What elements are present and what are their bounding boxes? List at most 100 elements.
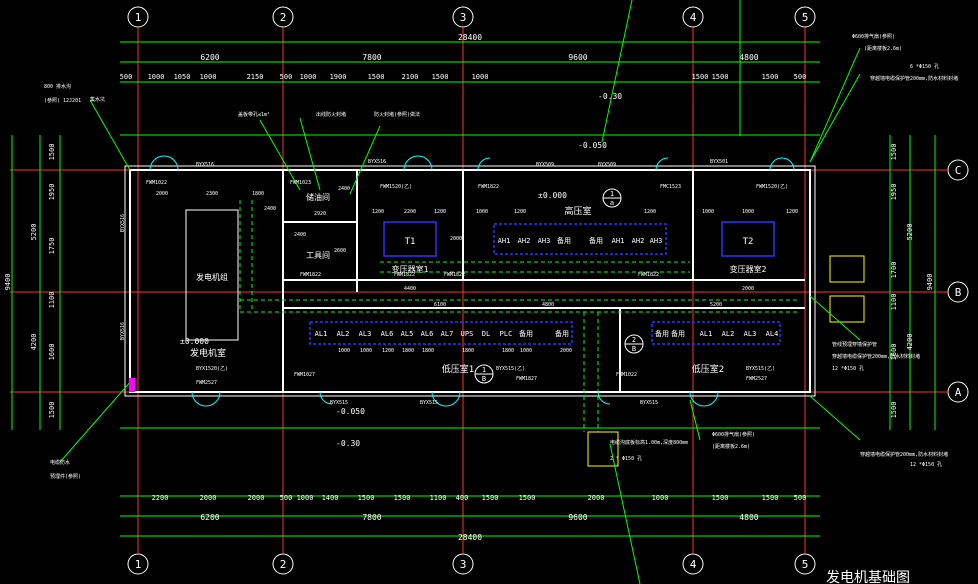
dim-bottom-main-1: 6200 bbox=[200, 513, 219, 522]
hv-room-label: 高压室 bbox=[564, 205, 591, 217]
elevations: -0.30 -0.050 ±0.000 ±0.000 -0.050 -0.30 bbox=[180, 92, 622, 448]
note: 12 *Φ150 孔 bbox=[910, 461, 942, 468]
lv-panel: AL2 bbox=[337, 330, 350, 338]
elevation-label: ±0.000 bbox=[538, 191, 567, 200]
note: 出线防火封堵 bbox=[316, 111, 346, 118]
dim-top-sub: 500 bbox=[120, 73, 133, 81]
grid-label-b: B bbox=[955, 286, 962, 299]
dim-left-6: 1500 bbox=[48, 402, 56, 419]
generator-set-label: 发电机组 bbox=[196, 272, 228, 282]
door-tag: FWM1022 bbox=[146, 180, 167, 186]
door-tag: FWM2527 bbox=[196, 380, 217, 386]
dim-right-group: 1500 1950 1700 1100 1600 1500 9400 5200 … bbox=[890, 144, 934, 419]
lv-panel: AL7 bbox=[441, 330, 454, 338]
lv-panel: AL6 bbox=[421, 330, 434, 338]
grid-label-5-bottom: 5 bbox=[802, 558, 809, 571]
dim-bottom-sub: 2000 bbox=[248, 494, 265, 502]
grid-axis-group: 1 2 3 4 5 1 2 3 4 5 C B A bbox=[127, 6, 969, 575]
dim-bottom-sub: 1400 bbox=[322, 494, 339, 502]
door-tag: BYX509 bbox=[598, 162, 616, 168]
door-tag: FWM1520(乙) bbox=[756, 183, 788, 190]
lv-panel: AL5 bbox=[401, 330, 414, 338]
door-tag: FWM1822 bbox=[478, 184, 499, 190]
lv-panel: UPS bbox=[461, 330, 474, 338]
door-tag: FMC1523 bbox=[660, 184, 681, 190]
room-dim: 4400 bbox=[404, 286, 416, 292]
lv-panel: AL3 bbox=[359, 330, 372, 338]
notes: 800 排水沟 (参照) 12J201 集水坑 盖板带孔≤1m² 出线防火封堵 … bbox=[44, 33, 958, 480]
note: 防火封堵(参照)做法 bbox=[374, 111, 420, 118]
building-walls bbox=[124, 165, 816, 397]
dim-bottom-sub: 1500 bbox=[519, 494, 536, 502]
dim-bottom-sub: 1000 bbox=[652, 494, 669, 502]
dim-right-total: 9400 bbox=[926, 274, 934, 291]
room-dim: 1200 bbox=[644, 209, 656, 215]
lv-panel-row-left: AL1 AL2 AL3 AL6 AL5 AL6 AL7 UPS DL PLC 备… bbox=[309, 321, 573, 345]
door-tag: FWM1822 bbox=[638, 272, 659, 278]
grid-lines bbox=[10, 27, 948, 554]
grid-label-a: A bbox=[955, 386, 962, 399]
door-tag: FWM1822 bbox=[444, 272, 465, 278]
dim-bottom-sub: 1500 bbox=[394, 494, 411, 502]
room-dim: 1800 bbox=[502, 348, 514, 354]
dim-top-sub: 1000 bbox=[472, 73, 489, 81]
lv-panel: DL bbox=[482, 330, 490, 338]
dim-bottom-sub: 500 bbox=[794, 494, 807, 502]
dim-top-sub-row: 500 1000 1050 1000 2150 500 1000 1900 15… bbox=[120, 73, 807, 81]
dim-top-sub: 1500 bbox=[762, 73, 779, 81]
room-dim: 1200 bbox=[514, 209, 526, 215]
dim-top-sub: 500 bbox=[280, 73, 293, 81]
grid-label-5-top: 5 bbox=[802, 11, 809, 24]
room-dim: 2000 bbox=[156, 191, 168, 197]
dim-left-5: 1600 bbox=[48, 344, 56, 361]
door-tags: BYX516 BYX516 BYX509 BYX509 BYX501 FWM10… bbox=[120, 159, 788, 406]
lv-room2-label: 低压室2 bbox=[692, 363, 724, 375]
door-tag: FWM1822 bbox=[300, 272, 321, 278]
room-dim: 1800 bbox=[402, 348, 414, 354]
dim-left-group: 1500 1950 1750 1100 1600 1500 9400 5200 … bbox=[4, 144, 56, 419]
dim-top-main-4: 4800 bbox=[739, 53, 758, 62]
dim-top-sub: 1000 bbox=[300, 73, 317, 81]
elevation-label: ±0.000 bbox=[180, 337, 209, 346]
section-mark-label: B bbox=[482, 375, 486, 383]
lv-panel: AL4 bbox=[766, 330, 779, 338]
note: (参照) 12J201 bbox=[44, 97, 81, 104]
dim-left-total: 9400 bbox=[4, 274, 12, 291]
note: 电缆沟底板标高1.00m,深度800mm bbox=[610, 439, 688, 446]
dim-left-4: 1100 bbox=[48, 292, 56, 309]
dim-bottom-main-4: 4800 bbox=[739, 513, 758, 522]
room-dim: 1200 bbox=[786, 209, 798, 215]
dim-bottom-sub: 1100 bbox=[430, 494, 447, 502]
room-dim: 2400 bbox=[338, 186, 350, 192]
oil-room-label: 储油间 bbox=[306, 192, 330, 202]
room-dim: 1000 bbox=[702, 209, 714, 215]
elevation-label: -0.050 bbox=[336, 407, 365, 416]
room-dim: 2000 bbox=[560, 348, 572, 354]
door-tag: FWM1520(乙) bbox=[380, 183, 412, 190]
door-tag: BYX515(乙) bbox=[746, 365, 775, 372]
dim-bottom-sub: 1500 bbox=[482, 494, 499, 502]
room-dim: 1800 bbox=[252, 191, 264, 197]
dim-right-5: 1600 bbox=[890, 344, 898, 361]
room-dim: 1200 bbox=[382, 348, 394, 354]
door-tag: FWM2527 bbox=[746, 376, 767, 382]
dim-top-sub: 1500 bbox=[368, 73, 385, 81]
generator-room-label: 发电机室 bbox=[190, 347, 226, 359]
dim-top-main-1: 6200 bbox=[200, 53, 219, 62]
grid-label-4-top: 4 bbox=[690, 11, 697, 24]
hv-panel: AH3 bbox=[538, 237, 551, 245]
dim-right-4: 1100 bbox=[890, 294, 898, 311]
transformer-t2 bbox=[721, 221, 775, 257]
dim-top-sub: 1000 bbox=[148, 73, 165, 81]
sheet-title: 发电机基础图 bbox=[826, 569, 910, 584]
door-tag: BYX501 bbox=[710, 159, 728, 165]
cable-entry-box-upper bbox=[829, 255, 865, 283]
elevation-label: -0.30 bbox=[598, 92, 622, 101]
hv-panel: 备用 bbox=[557, 236, 571, 245]
dim-right-3: 1700 bbox=[890, 262, 898, 279]
note: Φ600排气扇(参照) bbox=[712, 431, 755, 438]
room-dims: 2000 2300 1800 2400 2400 2920 2600 2400 … bbox=[156, 186, 798, 354]
room-dim: 4800 bbox=[542, 302, 554, 308]
grid-label-c: C bbox=[955, 164, 962, 177]
dim-right-1: 1500 bbox=[890, 144, 898, 161]
